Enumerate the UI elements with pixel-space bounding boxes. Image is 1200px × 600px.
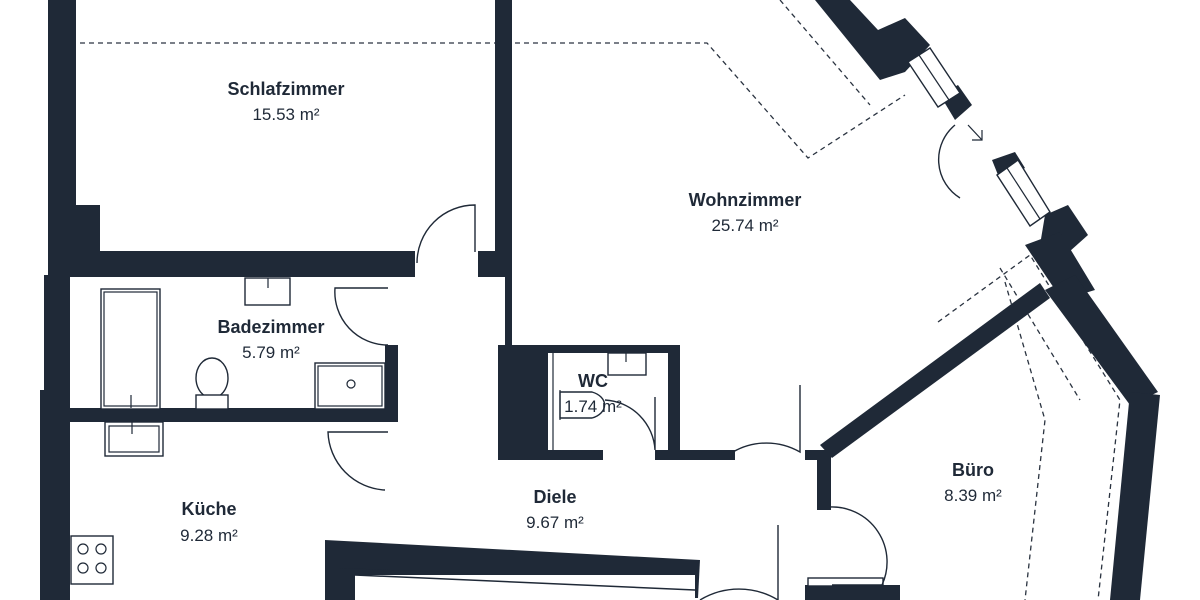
room-name: Küche xyxy=(181,499,236,519)
window-icon xyxy=(807,47,1051,587)
stove-icon xyxy=(70,535,114,585)
room-name: Badezimmer xyxy=(217,317,324,337)
room-buero: Büro 8.39 m² xyxy=(944,460,1002,505)
wall-openings xyxy=(354,574,696,600)
door-swing-icon xyxy=(327,124,961,600)
room-badezimmer: Badezimmer 5.79 m² xyxy=(217,317,324,362)
room-schlafzimmer: Schlafzimmer 15.53 m² xyxy=(227,79,344,124)
room-name: WC xyxy=(578,371,608,391)
shower-icon xyxy=(314,362,386,410)
room-diele: Diele 9.67 m² xyxy=(526,487,584,532)
room-area: 15.53 m² xyxy=(252,105,319,124)
room-name: Diele xyxy=(533,487,576,507)
room-area: 9.67 m² xyxy=(526,513,584,532)
entrance-arrow-icon xyxy=(967,124,983,141)
sink-icon xyxy=(607,352,647,376)
room-name: Büro xyxy=(952,460,994,480)
toilet-icon xyxy=(559,390,606,420)
room-name: Wohnzimmer xyxy=(689,190,802,210)
room-area: 5.79 m² xyxy=(242,343,300,362)
room-wc: WC 1.74 m² xyxy=(564,371,622,416)
room-area: 9.28 m² xyxy=(180,526,238,545)
room-name: Schlafzimmer xyxy=(227,79,344,99)
bathtub-icon xyxy=(100,288,161,410)
room-area: 25.74 m² xyxy=(711,216,778,235)
sink-icon xyxy=(244,277,291,306)
sink-icon xyxy=(104,421,164,457)
toilet-icon xyxy=(195,357,229,410)
room-kueche: Küche 9.28 m² xyxy=(180,499,238,545)
walls xyxy=(40,0,1160,600)
room-wohnzimmer: Wohnzimmer 25.74 m² xyxy=(689,190,802,235)
room-area: 8.39 m² xyxy=(944,486,1002,505)
room-area: 1.74 m² xyxy=(564,397,622,416)
